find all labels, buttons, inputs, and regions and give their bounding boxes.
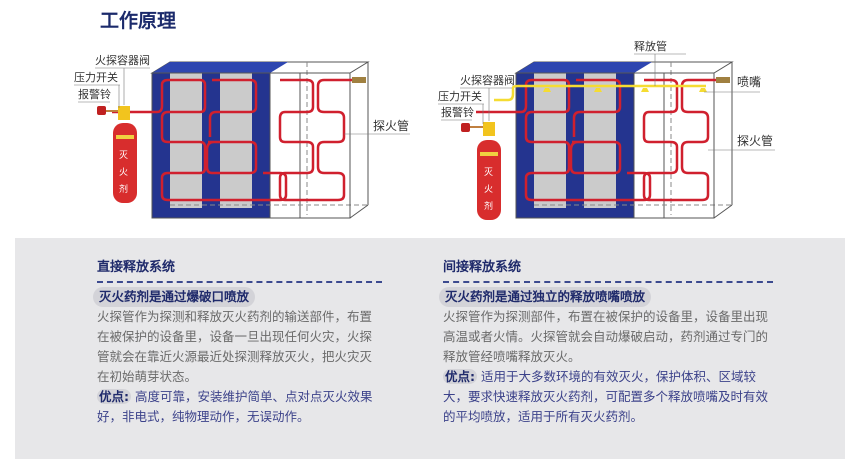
svg-text:火: 火: [119, 167, 128, 178]
indirect-release-section: 间接释放系统 灭火药剂是通过独立的释放喷嘴喷放 火探管作为探测部件，布置在被保护…: [439, 258, 773, 427]
svg-text:压力开关: 压力开关: [438, 89, 482, 103]
advantages-text: 优点: 适用于大多数环境的有效灭火，保护体积、区域较大，要求快速释放灭火药剂，可…: [443, 369, 769, 424]
highlight-subheading: 灭火药剂是通过爆破口喷放: [93, 287, 256, 307]
extinguisher-cylinder: [113, 123, 137, 203]
svg-text:剂: 剂: [119, 183, 128, 195]
svg-text:火探容器阀: 火探容器阀: [460, 73, 515, 87]
svg-text:灭: 灭: [119, 150, 128, 161]
working-principle-diagram: 灭 火 剂 火探容器阀 压力开关 报警铃 探火管 灭 火 剂 释放管 火探容器阀…: [74, 39, 775, 220]
svg-text:火探容器阀: 火探容器阀: [95, 53, 150, 67]
section-heading: 直接释放系统: [97, 258, 382, 283]
indirect-system-diagram: 灭 火 剂 释放管 火探容器阀 喷嘴 压力开关 报警铃 探火管: [438, 39, 775, 220]
svg-text:释放管: 释放管: [634, 39, 667, 53]
svg-text:报警铃: 报警铃: [441, 105, 474, 119]
section-heading: 间接释放系统: [443, 258, 773, 283]
nozzle-icons: [543, 88, 707, 92]
svg-text:喷嘴: 喷嘴: [737, 75, 761, 89]
advantages-label: 优点:: [443, 369, 477, 384]
highlight-subheading: 灭火药剂是通过独立的释放喷嘴喷放: [439, 287, 652, 307]
svg-text:探火管: 探火管: [737, 133, 773, 148]
svg-text:报警铃: 报警铃: [78, 87, 111, 101]
description-panel: [15, 238, 845, 459]
alarm-bell-icon: [461, 123, 470, 132]
svg-text:剂: 剂: [484, 200, 493, 212]
valve-icon: [118, 106, 130, 120]
svg-text:灭: 灭: [484, 167, 493, 178]
release-pipe: [494, 84, 706, 102]
valve-icon: [483, 122, 495, 136]
direct-release-section: 直接释放系统 灭火药剂是通过爆破口喷放 火探管作为探测和释放灭火药剂的输送部件，…: [93, 258, 382, 427]
advantages-label: 优点:: [97, 389, 131, 404]
direct-system-diagram: 灭 火 剂 火探容器阀 压力开关 报警铃 探火管: [74, 53, 410, 220]
alarm-bell-icon: [97, 106, 106, 115]
svg-text:探火管: 探火管: [373, 118, 409, 133]
page-title: 工作原理: [100, 10, 177, 32]
advantages-text: 优点: 高度可靠，安装维护简单、点对点灭火效果好，非电式，纯物理动作，无误动作。: [97, 389, 373, 424]
svg-text:火: 火: [484, 184, 493, 195]
extinguisher-cylinder: [477, 140, 501, 220]
description-text: 火探管作为探测部件，布置在被保护的设备里，设备里出现高温或者火情。火探管就会自动…: [443, 309, 769, 364]
svg-text:压力开关: 压力开关: [74, 70, 118, 84]
description-text: 火探管作为探测和释放灭火药剂的输送部件，布置在被保护的设备里，设备一旦出现任何火…: [97, 309, 373, 384]
